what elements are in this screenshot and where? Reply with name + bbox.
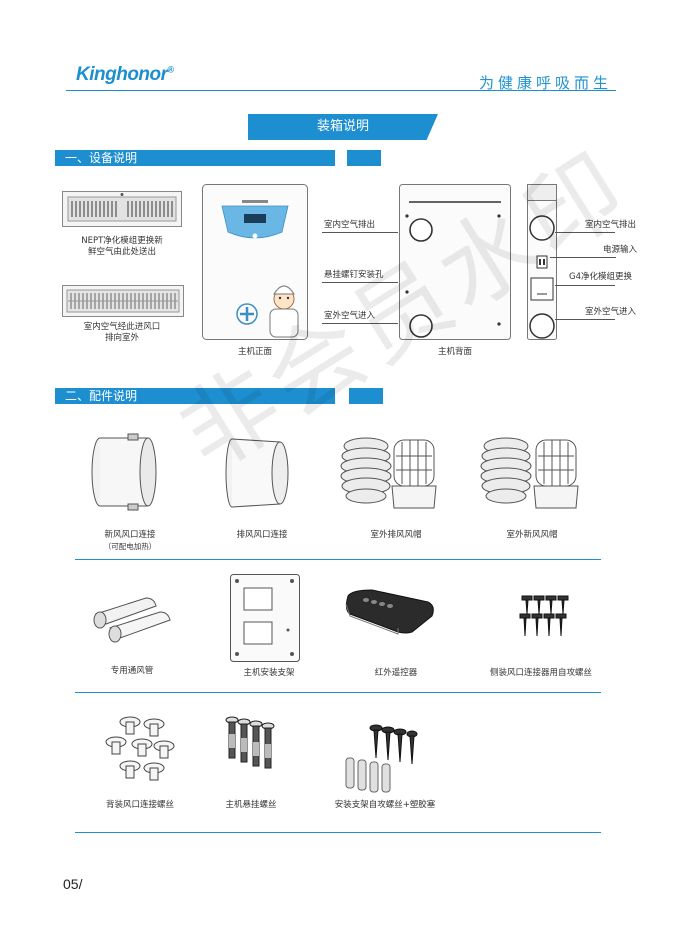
bracket-screws-plugs-image [342, 722, 418, 794]
nept-filter-caption: NEPT净化模组更换新 鲜空气由此处送出 [52, 236, 192, 258]
exhaust-connector-image [222, 432, 294, 514]
caption-line: 排向室外 [104, 333, 139, 343]
accessory-caption: 排风风口连接 [236, 530, 288, 540]
front-caption: 主机正面 [237, 347, 272, 357]
logo-text: Kinghonor [76, 64, 168, 85]
mounting-bracket-image [230, 574, 300, 662]
back-caption: 主机背面 [437, 347, 472, 357]
back-label-indoor-out: 室内空气排出 [324, 220, 376, 230]
page-title: 装箱说明 [248, 114, 438, 140]
exhaust-filter-caption: 室内空气经此进风口 排向室外 [52, 322, 192, 344]
leader-line [555, 319, 615, 320]
duct-pipe-image [86, 594, 172, 644]
leader-line [555, 232, 615, 233]
accessory-caption: 新风风口连接 （可配电加热） [78, 530, 182, 552]
side-label-outdoor-in: 室外空气进入 [585, 307, 637, 317]
row-divider [75, 559, 601, 560]
caption-line: 鲜空气由此处送出 [87, 247, 156, 257]
row-divider [75, 692, 601, 693]
caption-sub: （可配电加热） [103, 542, 157, 551]
unit-side-image [527, 184, 557, 340]
leader-line [322, 282, 398, 283]
back-label-outdoor-in: 室外空气进入 [324, 311, 376, 321]
section2-marker [349, 388, 383, 404]
nept-filter-image [62, 191, 182, 227]
accessory-caption: 室外排风风帽 [370, 530, 422, 540]
accessory-caption: 主机安装支架 [243, 668, 295, 678]
slogan: 为健康呼吸而生 [479, 74, 613, 92]
section1-title: 一、设备说明 [55, 150, 335, 166]
supply-connector-image [88, 430, 160, 514]
caption-main: 新风风口连接 [104, 530, 156, 540]
side-label-indoor-out: 室内空气排出 [585, 220, 637, 230]
side-label-g4: G4净化模组更换 [569, 272, 632, 282]
exhaust-filter-image [62, 285, 184, 317]
section2-title: 二、配件说明 [55, 388, 335, 404]
exhaust-hood-image [336, 432, 446, 512]
page-number: 05/ [63, 876, 83, 892]
accessory-caption: 主机悬挂螺丝 [225, 800, 277, 810]
logo-mark: ® [167, 64, 175, 75]
unit-back-image [399, 184, 511, 340]
supply-hood-image [476, 432, 588, 512]
side-label-power: 电源输入 [603, 245, 638, 255]
back-connector-screws-image [100, 712, 180, 784]
accessory-caption: 室外新风风帽 [506, 530, 558, 540]
leader-line [322, 232, 398, 233]
section1-marker [347, 150, 381, 166]
leader-line [555, 285, 615, 286]
back-label-hanging-hole: 悬挂螺钉安装孔 [324, 270, 384, 280]
remote-control-image [342, 586, 438, 636]
accessory-caption: 红外遥控器 [374, 668, 418, 678]
caption-line: NEPT净化模组更换新 [81, 236, 163, 246]
accessory-caption: 安装支架自攻螺丝+塑胶塞 [334, 800, 436, 810]
row-divider [75, 832, 601, 833]
accessory-caption: 背装风口连接螺丝 [105, 800, 174, 810]
brand-logo: Kinghonor® [76, 64, 174, 86]
header-divider [66, 90, 616, 91]
tapping-screws-image [518, 594, 570, 640]
accessory-caption: 侧装风口连接器用自攻螺丝 [489, 668, 592, 678]
accessory-caption: 专用通风管 [110, 666, 154, 676]
leader-line [550, 257, 616, 258]
leader-line [322, 323, 398, 324]
hanging-screws-image [222, 714, 278, 780]
unit-front-image [202, 184, 308, 340]
caption-line: 室内空气经此进风口 [83, 322, 161, 332]
